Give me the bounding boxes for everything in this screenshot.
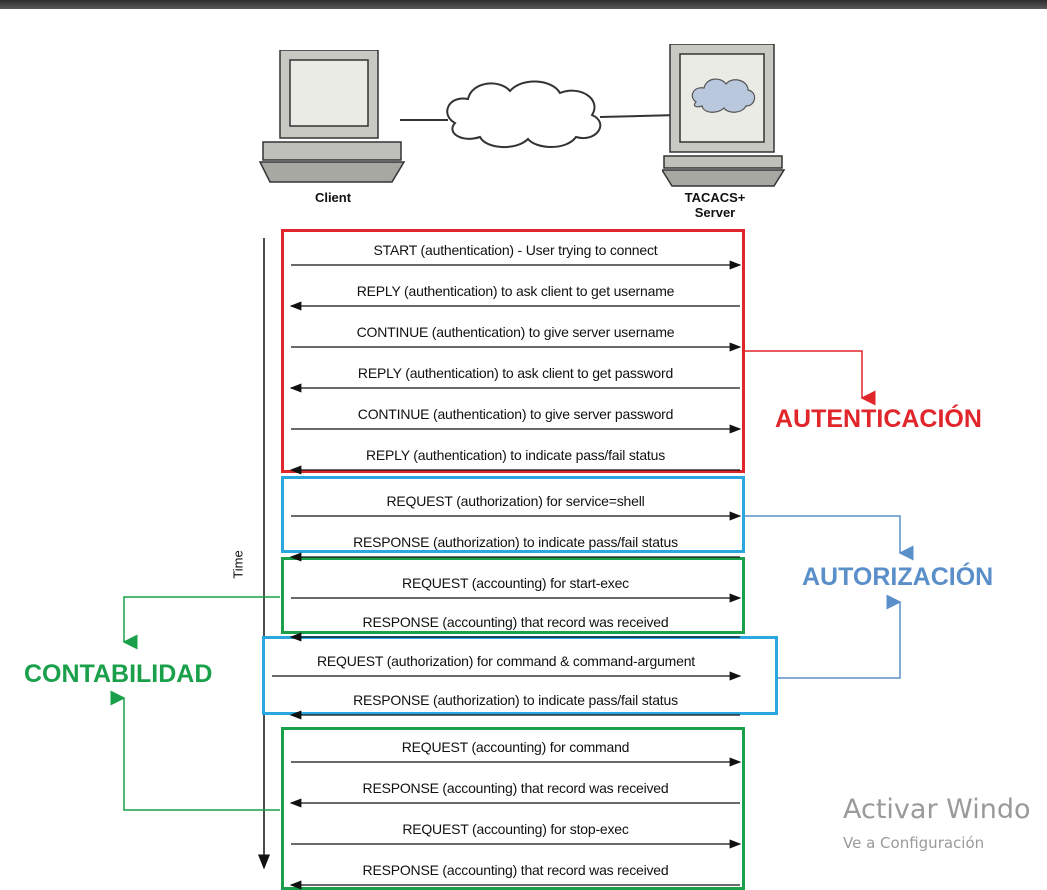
accounting-command-group-box [281, 727, 745, 890]
message-label-1: START (authentication) - User trying to … [373, 242, 658, 258]
authorization-connector-bottom [778, 594, 902, 679]
authentication-connector [745, 350, 876, 406]
server-label: TACACS+ Server [670, 190, 760, 220]
activation-watermark-title: Activar Windo [843, 794, 1031, 825]
message-label-13: REQUEST (accounting) for command [401, 739, 630, 755]
window-top-bar [0, 0, 1047, 9]
accounting-connector-bottom [110, 690, 280, 811]
message-label-2: REPLY (authentication) to ask client to … [356, 283, 675, 299]
message-label-5: CONTINUE (authentication) to give server… [357, 406, 674, 422]
client-computer-icon [258, 50, 406, 183]
message-label-3: CONTINUE (authentication) to give server… [356, 324, 675, 340]
message-label-16: RESPONSE (accounting) that record was re… [362, 862, 669, 878]
server-computer-icon [662, 44, 786, 187]
authentication-group-box [281, 229, 745, 473]
message-label-4: REPLY (authentication) to ask client to … [357, 365, 674, 381]
activation-watermark-subtitle: Ve a Configuración [843, 834, 985, 852]
message-label-12: RESPONSE (authorization) to indicate pas… [353, 692, 678, 708]
message-label-14: RESPONSE (accounting) that record was re… [362, 780, 669, 796]
accounting-label: CONTABILIDAD [24, 660, 213, 688]
authorization-connector-top [745, 515, 914, 561]
authentication-label: AUTENTICACIÓN [775, 405, 982, 433]
message-label-11: REQUEST (authorization) for command & co… [317, 653, 695, 669]
message-label-10: RESPONSE (accounting) that record was re… [362, 614, 669, 630]
server-label-line1: TACACS+ [684, 190, 746, 205]
accounting-connector-top [122, 596, 280, 650]
message-label-15: REQUEST (accounting) for stop-exec [402, 821, 629, 837]
message-label-9: REQUEST (accounting) for start-exec [402, 575, 629, 591]
authorization-label: AUTORIZACIÓN [802, 563, 994, 591]
accounting-group-box [281, 557, 745, 634]
client-label: Client [314, 190, 352, 205]
server-label-line2: Server [694, 205, 736, 220]
network-cloud-icon [400, 80, 679, 148]
message-label-6: REPLY (authentication) to indicate pass/… [365, 447, 666, 463]
message-label-7: REQUEST (authorization) for service=shel… [386, 493, 645, 509]
message-label-8: RESPONSE (authorization) to indicate pas… [353, 534, 678, 550]
authorization-group-box [281, 476, 745, 553]
